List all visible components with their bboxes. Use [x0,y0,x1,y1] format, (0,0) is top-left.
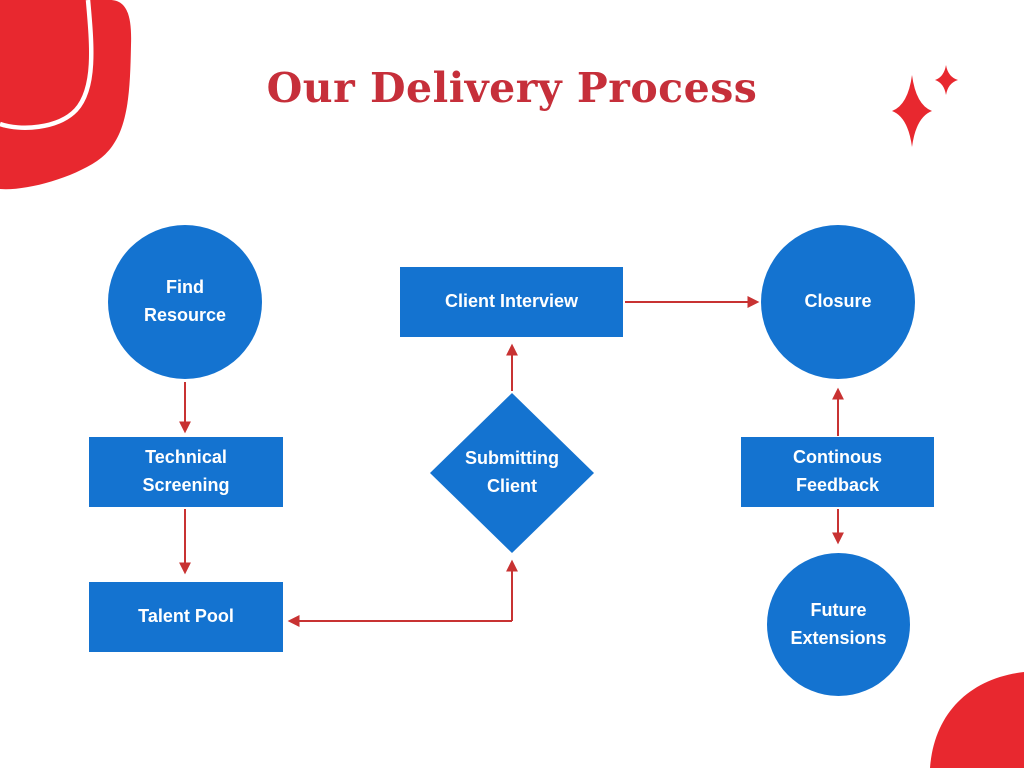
node-label: Talent Pool [138,606,234,627]
node-label: Find Resource [143,277,227,325]
node-label: Technical Screening [142,447,230,495]
node-future-extensions: Future Extensions [767,553,910,696]
node-label: Client Interview [444,291,579,312]
page-title: Our Delivery Process [266,64,758,112]
node-closure: Closure [761,225,915,379]
node-find-resource: Find Resource [108,225,262,379]
node-client-interview: Client Interview [400,267,623,337]
node-label: Closure [804,291,872,312]
node-label: Submitting Client [465,448,559,496]
node-continous-feedback: Continous Feedback [741,437,934,507]
node-label: Future Extensions [790,599,887,648]
node-talent-pool: Talent Pool [89,582,283,652]
node-submitting-client: Submitting Client [430,393,594,553]
node-label: Continous Feedback [793,447,882,495]
node-technical-screening: Technical Screening [89,437,283,507]
blob-bottom-right-icon [930,672,1024,768]
